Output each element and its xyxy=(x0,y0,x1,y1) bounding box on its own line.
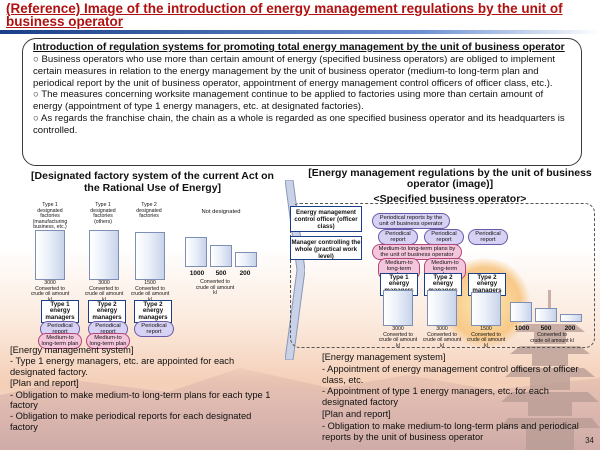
bar-under-200 xyxy=(235,252,257,267)
bar-type1-others xyxy=(89,230,119,280)
bar-under-200 xyxy=(560,314,582,322)
type1-energy-managers-box: Type 1 energy managers xyxy=(41,300,79,324)
bar-under-500 xyxy=(535,308,557,322)
value-200: 200 xyxy=(564,325,576,332)
pagoda-silhouette xyxy=(500,290,600,450)
periodical-report-pill: Periodical report xyxy=(468,229,508,245)
left-plan-heading: [Plan and report] xyxy=(10,378,79,389)
page-title: (Reference) Image of the introduction of… xyxy=(6,1,563,29)
energy-management-control-officer-box: Energy management control officer (offic… xyxy=(290,206,362,232)
business-operator-boundary xyxy=(290,203,595,348)
periodical-report-pill: Periodical report xyxy=(134,321,174,337)
bar-under-1000 xyxy=(510,302,532,322)
left-system-line: - Type 1 energy managers, etc. are appoi… xyxy=(10,356,235,377)
specified-business-operator-label: <Specified business operator> xyxy=(373,193,527,205)
intro-heading: Introduction of regulation systems for p… xyxy=(33,42,565,53)
medium-long-term-plan-pill: Medium-to long-term plan xyxy=(86,333,130,349)
value-500: 500 xyxy=(540,325,552,332)
intro-paragraph-2: ○ The measures concerning worksite manag… xyxy=(33,89,544,113)
bar-under-1000 xyxy=(185,237,207,267)
manager-controlling-whole-box: Manager controlling the whole (practical… xyxy=(290,236,362,260)
bar-type1-manufacturing xyxy=(383,290,413,326)
right-system-line: - Appointment of energy management contr… xyxy=(322,363,579,385)
value-200: 200 xyxy=(239,270,251,277)
type2-energy-managers-box: Type 2 energy managers xyxy=(134,300,172,324)
type2-energy-managers-box: Type 2 energy managers xyxy=(88,300,126,324)
bar-type1-others xyxy=(427,290,457,326)
intro-paragraph-3: ○ As regards the franchise chain, the ch… xyxy=(33,112,565,136)
left-plan-line: - Obligation to make medium-to long-term… xyxy=(10,389,271,411)
left-section-title: [Designated factory system of the curren… xyxy=(31,170,274,194)
right-plan-heading: [Plan and report] xyxy=(322,408,391,419)
value-1000: 1000 xyxy=(514,325,530,332)
right-section-title: [Energy management regulations by the un… xyxy=(308,167,592,190)
intro-paragraph-1: ○ Business operators who use more than c… xyxy=(33,54,556,89)
type2-factories-label: Type 2 designated factories xyxy=(136,202,162,220)
periodical-report-pill: Periodical report xyxy=(378,229,418,245)
not-designated-label: Not designated xyxy=(201,209,241,215)
medium-long-term-plan-pill: Medium-to long-term plan xyxy=(38,333,82,349)
right-system-heading: [Energy management system] xyxy=(322,352,446,362)
converted-label: Converted to crude oil amount kl xyxy=(195,279,235,297)
left-system-description: [Energy management system] - Type 1 ener… xyxy=(10,345,280,433)
left-plan-line: - Obligation to make periodical reports … xyxy=(10,411,252,432)
type1-factories-label: Type 1 designated factories (manufacturi… xyxy=(32,202,68,231)
title-underline-bar xyxy=(0,30,600,34)
right-system-line: - Appointment of type 1 energy managers,… xyxy=(322,386,549,408)
bar-type2 xyxy=(135,232,165,280)
page-number: 34 xyxy=(585,436,594,445)
right-system-description: [Energy management system] - Appointment… xyxy=(322,352,590,443)
type1-others-label: Type 1 designated factories (others) xyxy=(90,202,116,225)
bar-under-500 xyxy=(210,245,232,267)
value-500: 500 xyxy=(215,270,227,277)
right-plan-line: - Obligation to make medium-to long-term… xyxy=(322,420,579,442)
periodical-report-pill: Periodical report xyxy=(424,229,464,245)
bar-type2 xyxy=(471,292,501,326)
bar-type1-manufacturing xyxy=(35,230,65,280)
left-system-heading: [Energy management system] xyxy=(10,345,134,355)
intro-box: Introduction of regulation systems for p… xyxy=(22,38,582,166)
converted-label: Converted to crude oil amount kl xyxy=(530,332,574,344)
value-1000: 1000 xyxy=(189,270,205,277)
periodical-reports-unit-pill: Periodical reports by the unit of busine… xyxy=(372,213,450,229)
